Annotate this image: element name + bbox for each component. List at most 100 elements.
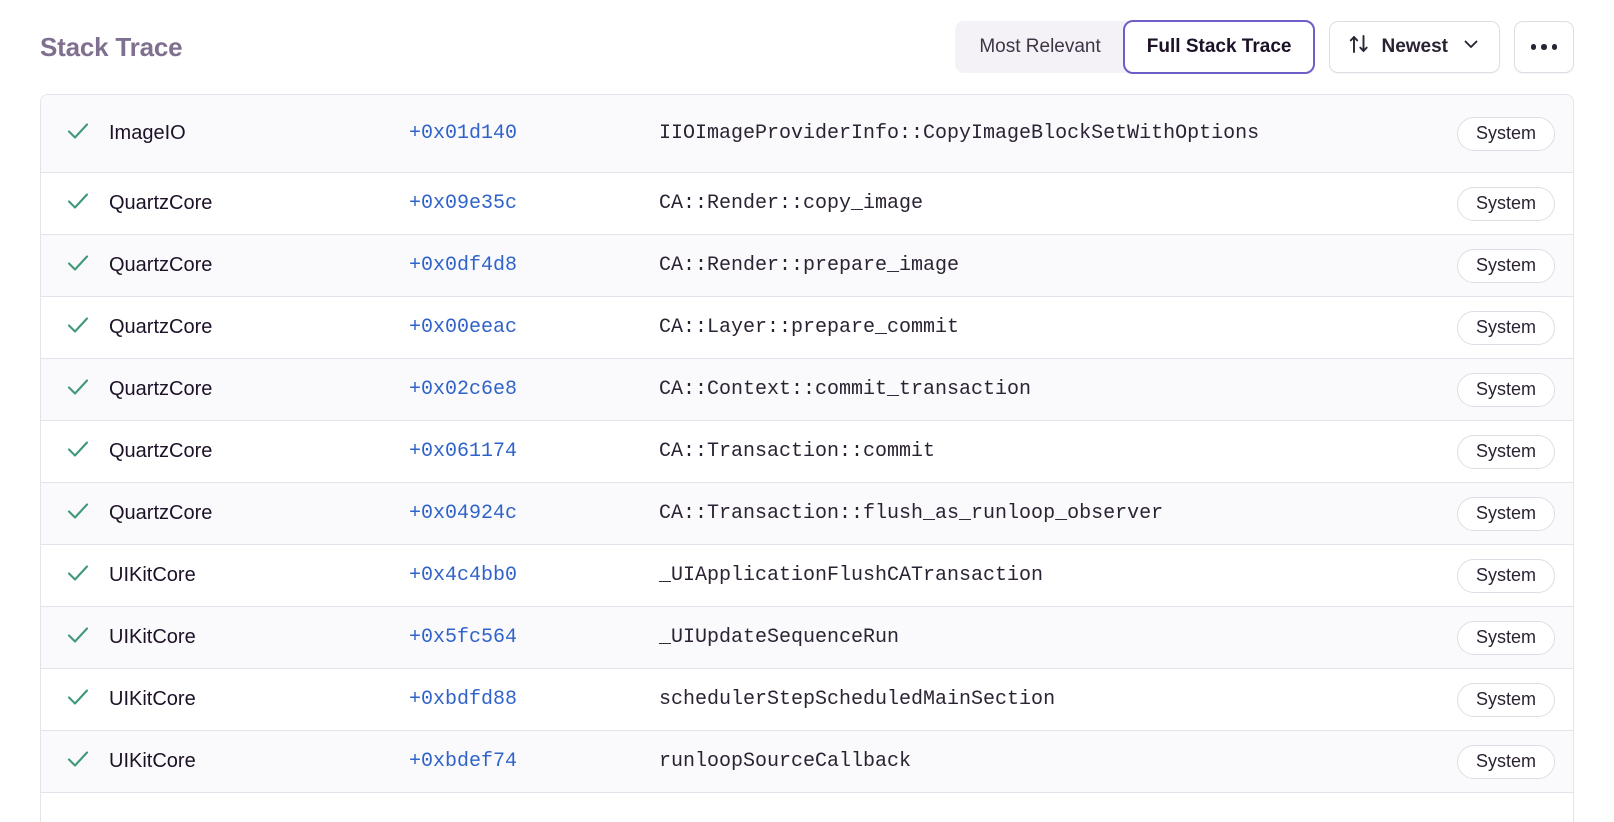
frame-status-cell — [41, 374, 109, 405]
stack-view-segmented-control[interactable]: Most Relevant Full Stack Trace — [955, 20, 1316, 74]
status-badge: System — [1456, 310, 1555, 345]
frame-status-cell — [41, 312, 109, 343]
frame-status-cell — [41, 560, 109, 591]
frame-origin-cell: System — [1425, 116, 1555, 151]
frame-symbol: CA::Context::commit_transaction — [659, 378, 1032, 401]
frame-offset-link[interactable]: +0x01d140 — [409, 122, 518, 145]
frame-module: UIKitCore — [109, 626, 196, 648]
status-badge: System — [1456, 558, 1555, 593]
check-icon — [65, 118, 91, 149]
frame-origin-cell: System — [1425, 310, 1555, 345]
frame-origin-cell: System — [1425, 248, 1555, 283]
check-icon — [65, 374, 91, 405]
frame-offset-link[interactable]: +0x00eeac — [409, 316, 518, 339]
frame-module: UIKitCore — [109, 564, 196, 586]
status-badge: System — [1456, 744, 1555, 779]
frame-status-cell — [41, 188, 109, 219]
stack-frame-row[interactable]: UIKitCore +0xbdfd88 schedulerStepScheduled… — [41, 669, 1573, 731]
frame-origin-cell: System — [1425, 682, 1555, 717]
frame-symbol: CA::Render::copy_image — [659, 192, 924, 215]
frame-module: QuartzCore — [109, 378, 213, 400]
frame-offset-link[interactable]: +0x061174 — [409, 440, 518, 463]
page-title: Stack Trace — [40, 31, 183, 62]
frame-module: QuartzCore — [109, 254, 213, 276]
frame-module: UIKitCore — [109, 750, 196, 772]
stack-trace-frame-list[interactable]: ImageIO +0x01d140 IIOImageProviderInfo::Co… — [40, 94, 1574, 822]
frame-module: QuartzCore — [109, 440, 213, 462]
stack-frame-row[interactable]: QuartzCore +0x09e35c CA::Render::copy_imag… — [41, 173, 1573, 235]
frame-status-cell — [41, 684, 109, 715]
check-icon — [65, 560, 91, 591]
frame-origin-cell: System — [1425, 620, 1555, 655]
frame-symbol: CA::Transaction::commit — [659, 440, 936, 463]
check-icon — [65, 684, 91, 715]
frame-status-cell — [41, 250, 109, 281]
frame-status-cell — [41, 436, 109, 467]
frame-symbol: CA::Transaction::flush_as_runloop_observ… — [659, 502, 1164, 525]
more-options-button[interactable] — [1514, 21, 1574, 73]
frame-origin-cell: System — [1425, 186, 1555, 221]
frame-symbol: runloopSourceCallback — [659, 750, 912, 773]
status-badge: System — [1456, 248, 1555, 283]
stack-frame-row[interactable]: UIKitCore +0xbdef74 runloopSourceCallback S… — [41, 731, 1573, 793]
stack-frame-row[interactable]: ImageIO +0x01d140 IIOImageProviderInfo::Co… — [41, 95, 1573, 173]
frame-offset-link[interactable]: +0xbdef74 — [409, 750, 518, 773]
frame-status-cell — [41, 622, 109, 653]
frame-offset-link[interactable]: +0x02c6e8 — [409, 378, 518, 401]
frame-status-cell — [41, 746, 109, 777]
frame-symbol: IIOImageProviderInfo::CopyImageBlockSetW… — [659, 122, 1260, 145]
tab-full-stack-trace[interactable]: Full Stack Trace — [1122, 20, 1316, 74]
frame-origin-cell: System — [1425, 372, 1555, 407]
frame-module: QuartzCore — [109, 316, 213, 338]
frame-module: QuartzCore — [109, 502, 213, 524]
check-icon — [65, 436, 91, 467]
frame-module: QuartzCore — [109, 192, 213, 214]
stack-trace-header: Stack Trace Most Relevant Full Stack Tra… — [0, 0, 1614, 94]
status-badge: System — [1456, 682, 1555, 717]
stack-frame-row[interactable]: QuartzCore +0x04924c CA::Transaction::flus… — [41, 483, 1573, 545]
stack-frame-row[interactable]: UIKitCore +0x5fc564 _UIUpdateSequenceRun Sy… — [41, 607, 1573, 669]
stack-frame-row[interactable]: QuartzCore +0x02c6e8 CA::Context::commit_t… — [41, 359, 1573, 421]
frame-offset-link[interactable]: +0x5fc564 — [409, 626, 518, 649]
status-badge: System — [1456, 116, 1555, 151]
status-badge: System — [1456, 186, 1555, 221]
frame-module: ImageIO — [109, 122, 186, 144]
chevron-down-icon — [1461, 34, 1481, 60]
check-icon — [65, 622, 91, 653]
frame-offset-link[interactable]: +0xbdfd88 — [409, 688, 518, 711]
frame-symbol: CA::Layer::prepare_commit — [659, 316, 960, 339]
frame-symbol: schedulerStepScheduledMainSection — [659, 688, 1056, 711]
frame-status-cell — [41, 118, 109, 149]
frame-origin-cell: System — [1425, 496, 1555, 531]
check-icon — [65, 746, 91, 777]
status-badge: System — [1456, 496, 1555, 531]
stack-frame-row[interactable]: UIKitCore +0x4c4bb0 _UIApplicationFlushCAT… — [41, 545, 1573, 607]
frame-offset-link[interactable]: +0x09e35c — [409, 192, 518, 215]
stack-frame-row[interactable]: QuartzCore +0x061174 CA::Transaction::comm… — [41, 421, 1573, 483]
check-icon — [65, 312, 91, 343]
frame-offset-link[interactable]: +0x04924c — [409, 502, 518, 525]
ellipsis-icon — [1530, 44, 1558, 50]
check-icon — [65, 188, 91, 219]
sort-button[interactable]: Newest — [1329, 21, 1500, 73]
frame-symbol: _UIUpdateSequenceRun — [659, 626, 900, 649]
frame-origin-cell: System — [1425, 558, 1555, 593]
tab-most-relevant[interactable]: Most Relevant — [955, 21, 1124, 73]
frame-status-cell — [41, 498, 109, 529]
frame-origin-cell: System — [1425, 744, 1555, 779]
frame-origin-cell: System — [1425, 434, 1555, 469]
header-actions: Most Relevant Full Stack Trace Newest — [955, 20, 1574, 74]
stack-frame-row[interactable]: QuartzCore +0x00eeac CA::Layer::prepare_co… — [41, 297, 1573, 359]
frame-symbol: _UIApplicationFlushCATransaction — [659, 564, 1044, 587]
status-badge: System — [1456, 372, 1555, 407]
check-icon — [65, 498, 91, 529]
check-icon — [65, 250, 91, 281]
status-badge: System — [1456, 434, 1555, 469]
frame-offset-link[interactable]: +0x0df4d8 — [409, 254, 518, 277]
frame-offset-link[interactable]: +0x4c4bb0 — [409, 564, 518, 587]
frame-module: UIKitCore — [109, 688, 196, 710]
sort-arrows-icon — [1348, 33, 1370, 61]
sort-label: Newest — [1381, 36, 1448, 57]
